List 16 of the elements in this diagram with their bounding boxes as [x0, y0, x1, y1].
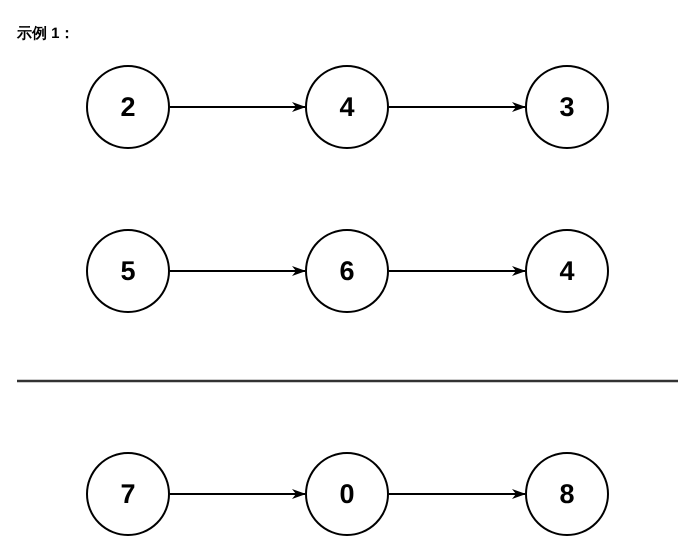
arrow	[389, 489, 526, 499]
arrow	[389, 266, 526, 276]
node-value: 2	[120, 92, 136, 122]
node-value: 4	[559, 256, 575, 286]
node-value: 3	[559, 92, 575, 122]
arrow	[170, 266, 306, 276]
node-value: 0	[339, 478, 355, 510]
title: 示例 1：	[17, 24, 75, 43]
arrow	[389, 102, 526, 112]
node-value: 6	[339, 256, 355, 286]
arrow	[170, 102, 306, 112]
node-value: 8	[559, 478, 575, 510]
node-value: 5	[120, 256, 136, 286]
node-value: 4	[339, 92, 355, 122]
arrow	[170, 489, 306, 499]
node-value: 7	[120, 478, 136, 510]
